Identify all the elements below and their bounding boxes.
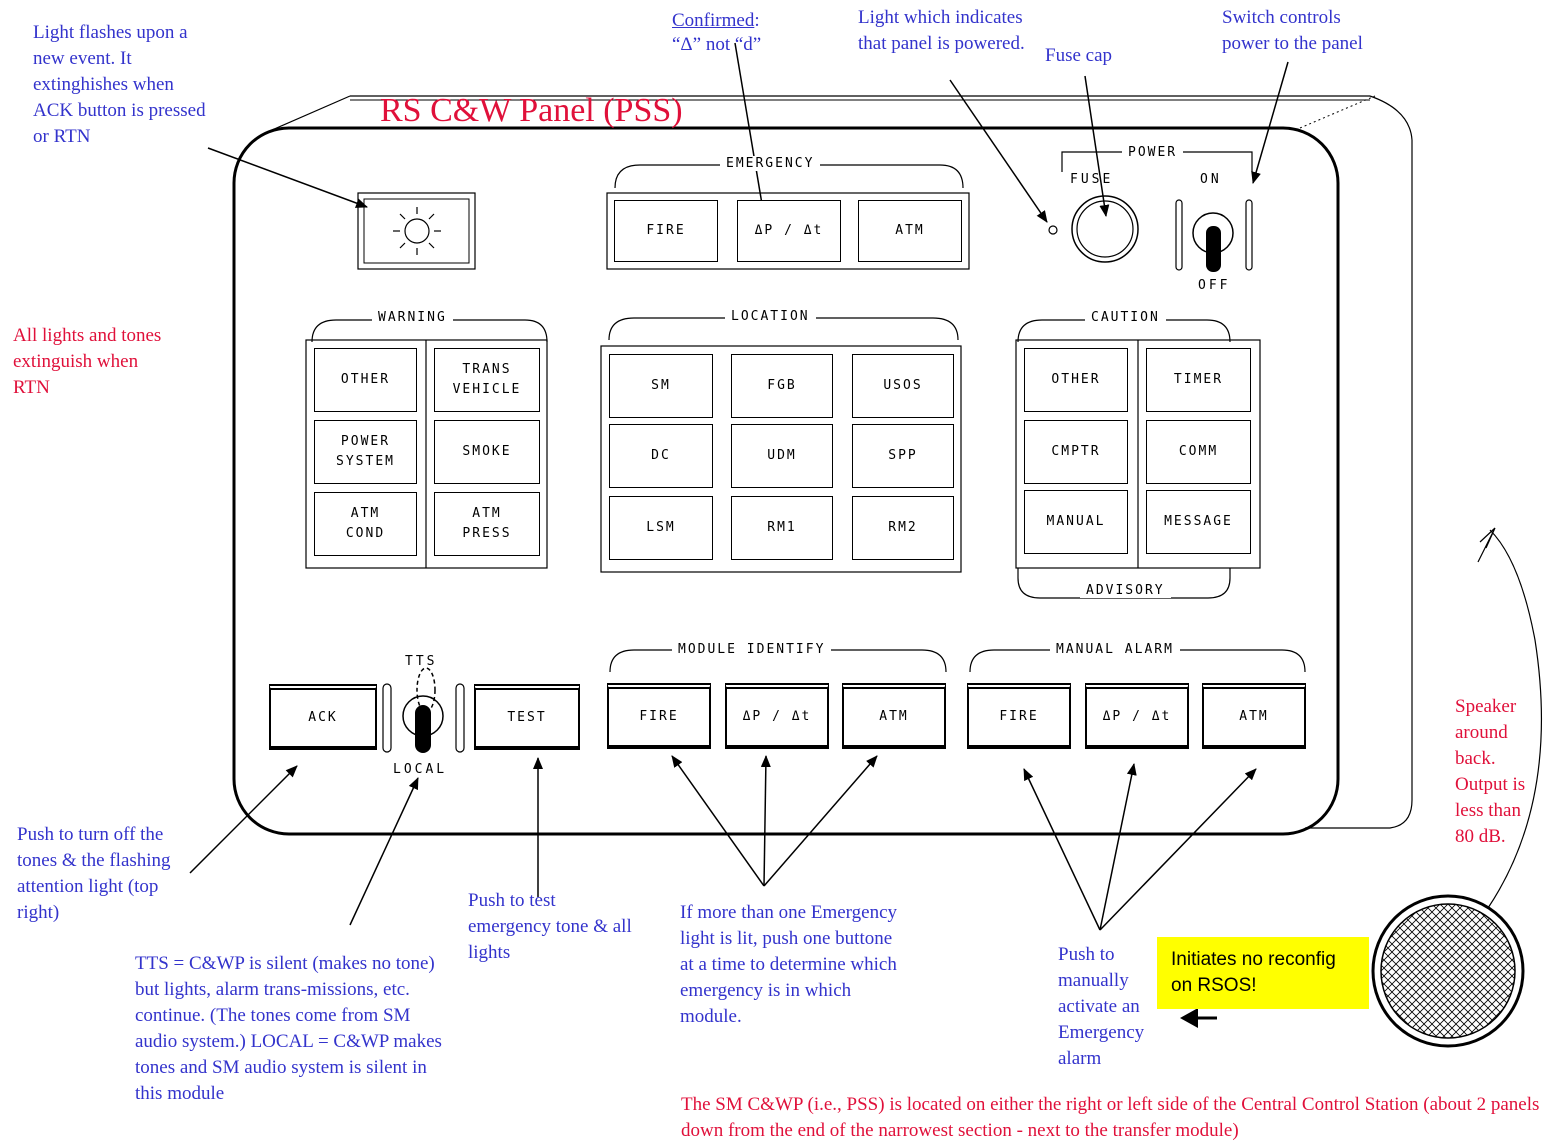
caution-message-light: MESSAGE (1146, 490, 1251, 554)
location-dc-light: DC (609, 424, 713, 488)
warning-atm-cond-light: ATM COND (314, 492, 417, 556)
warning-other-light: OTHER (314, 348, 417, 412)
panel-title: RS C&W Panel (PSS) (380, 92, 683, 129)
note-fuse-cap: Fuse cap (1045, 45, 1113, 66)
note-more-than-one: If more than one Emergency light is lit,… (680, 902, 898, 1027)
location-rm2-light: RM2 (852, 496, 954, 560)
emergency-label: EMERGENCY (720, 156, 821, 171)
note-push-manual: Push to manually activate an Emergency a… (1058, 944, 1145, 1069)
manual-alarm-fire-button[interactable]: FIRE (967, 683, 1071, 749)
note-speaker: Speaker around back. Output is less than… (1455, 696, 1526, 847)
module-identify-fire-button[interactable]: FIRE (607, 683, 711, 749)
location-spp-light: SPP (852, 424, 954, 488)
tts-toggle-lever (415, 705, 431, 753)
note-light-powered: Light which indicates that panel is powe… (858, 7, 1025, 54)
note-initiates-no-reconfig: Initiates no reconfig on RSOS! (1157, 937, 1369, 1009)
advisory-label: ADVISORY (1080, 583, 1171, 598)
fuse-cap (1071, 195, 1139, 263)
note-confirmed-colon: : (754, 10, 760, 31)
fuse-label: FUSE (1070, 172, 1114, 187)
test-button[interactable]: TEST (474, 684, 580, 750)
warning-atm-press-light: ATM PRESS (434, 492, 540, 556)
note-switch-power: Switch controls power to the panel (1222, 7, 1363, 54)
power-toggle-switch[interactable] (1190, 210, 1236, 276)
fuse-cap-control[interactable] (1072, 196, 1138, 262)
emergency-fire-button[interactable]: FIRE (614, 200, 718, 262)
panel-outline (232, 126, 1340, 836)
module-identify-dp-dt-button[interactable]: ΔP / Δt (725, 683, 829, 749)
power-indicator-light (1048, 225, 1058, 235)
emergency-dp-dt-button[interactable]: ΔP / Δt (737, 200, 841, 262)
sun-icon (393, 207, 441, 255)
location-label: LOCATION (725, 309, 816, 324)
location-rm1-light: RM1 (731, 496, 833, 560)
caution-manual-light: MANUAL (1024, 490, 1128, 554)
power-label: POWER (1122, 145, 1184, 160)
emergency-atm-button[interactable]: ATM (858, 200, 962, 262)
caution-other-light: OTHER (1024, 348, 1128, 412)
ack-button[interactable]: ACK (269, 684, 377, 750)
warning-trans-vehicle-light: TRANS VEHICLE (434, 348, 540, 412)
note-confirmed-title: Confirmed (672, 10, 755, 31)
local-label: LOCAL (393, 762, 448, 777)
power-toggle-lever (1206, 226, 1221, 272)
warning-label: WARNING (372, 310, 453, 325)
tts-label: TTS (405, 654, 438, 669)
note-all-lights: All lights and tones extinguish when RTN (13, 325, 162, 398)
location-udm-light: UDM (731, 424, 833, 488)
location-usos-light: USOS (852, 354, 954, 418)
manual-alarm-atm-button[interactable]: ATM (1202, 683, 1306, 749)
note-tts-local: TTS = C&WP is silent (makes no tone) but… (135, 953, 442, 1104)
attention-light-frame (357, 192, 476, 270)
speaker-grille (1380, 903, 1516, 1039)
note-push-off-tones: Push to turn off the tones & the flashin… (17, 824, 171, 923)
caution-cmptr-light: CMPTR (1024, 420, 1128, 484)
location-sm-light: SM (609, 354, 713, 418)
note-push-test: Push to test emergency tone & all lights (468, 890, 632, 963)
note-sm-cwp-location: The SM C&WP (i.e., PSS) is located on ei… (681, 1094, 1540, 1141)
module-identify-atm-button[interactable]: ATM (842, 683, 946, 749)
note-confirmed: Confirmed: “Δ” not “d” (672, 9, 812, 57)
caution-comm-light: COMM (1146, 420, 1251, 484)
location-lsm-light: LSM (609, 496, 713, 560)
note-confirmed-body: “Δ” not “d” (672, 34, 762, 55)
warning-smoke-light: SMOKE (434, 420, 540, 484)
power-on-label: ON (1200, 172, 1222, 187)
module-identify-label: MODULE IDENTIFY (672, 642, 832, 657)
manual-alarm-label: MANUAL ALARM (1050, 642, 1180, 657)
manual-alarm-dp-dt-button[interactable]: ΔP / Δt (1085, 683, 1189, 749)
caution-label: CAUTION (1085, 310, 1166, 325)
note-light-flash: Light flashes upon a new event. It extin… (33, 22, 206, 147)
warning-power-system-light: POWER SYSTEM (314, 420, 417, 484)
location-fgb-light: FGB (731, 354, 833, 418)
caution-timer-light: TIMER (1146, 348, 1251, 412)
power-off-label: OFF (1198, 278, 1231, 293)
tts-local-toggle-switch[interactable] (398, 688, 448, 756)
